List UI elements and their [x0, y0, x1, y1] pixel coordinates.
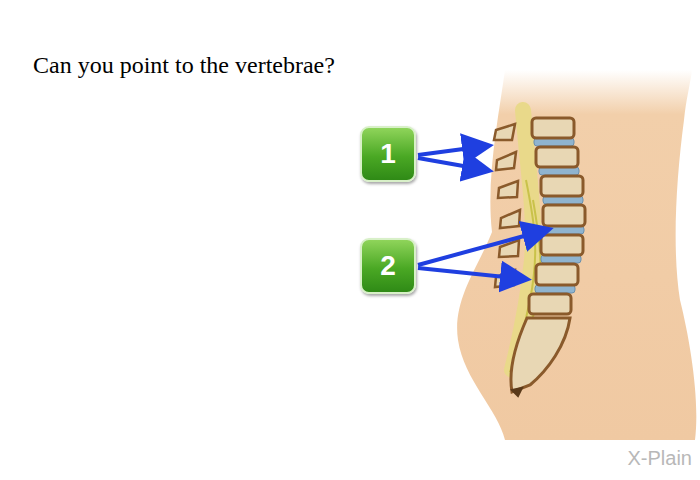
vertebral-bodies [529, 118, 585, 314]
body-outline [457, 70, 696, 440]
callout-number: 1 [380, 140, 396, 168]
callout-box: 2 [360, 238, 416, 294]
question-title: Can you point to the vertebrae? [33, 52, 335, 79]
coccyx [512, 388, 522, 396]
discs [534, 138, 584, 293]
spinous-processes [494, 124, 520, 287]
sacrum [511, 318, 570, 392]
watermark: X-Plain [628, 447, 692, 470]
callout-number: 2 [380, 252, 396, 280]
callout-box: 1 [360, 126, 416, 182]
leader-arrows [418, 146, 546, 279]
